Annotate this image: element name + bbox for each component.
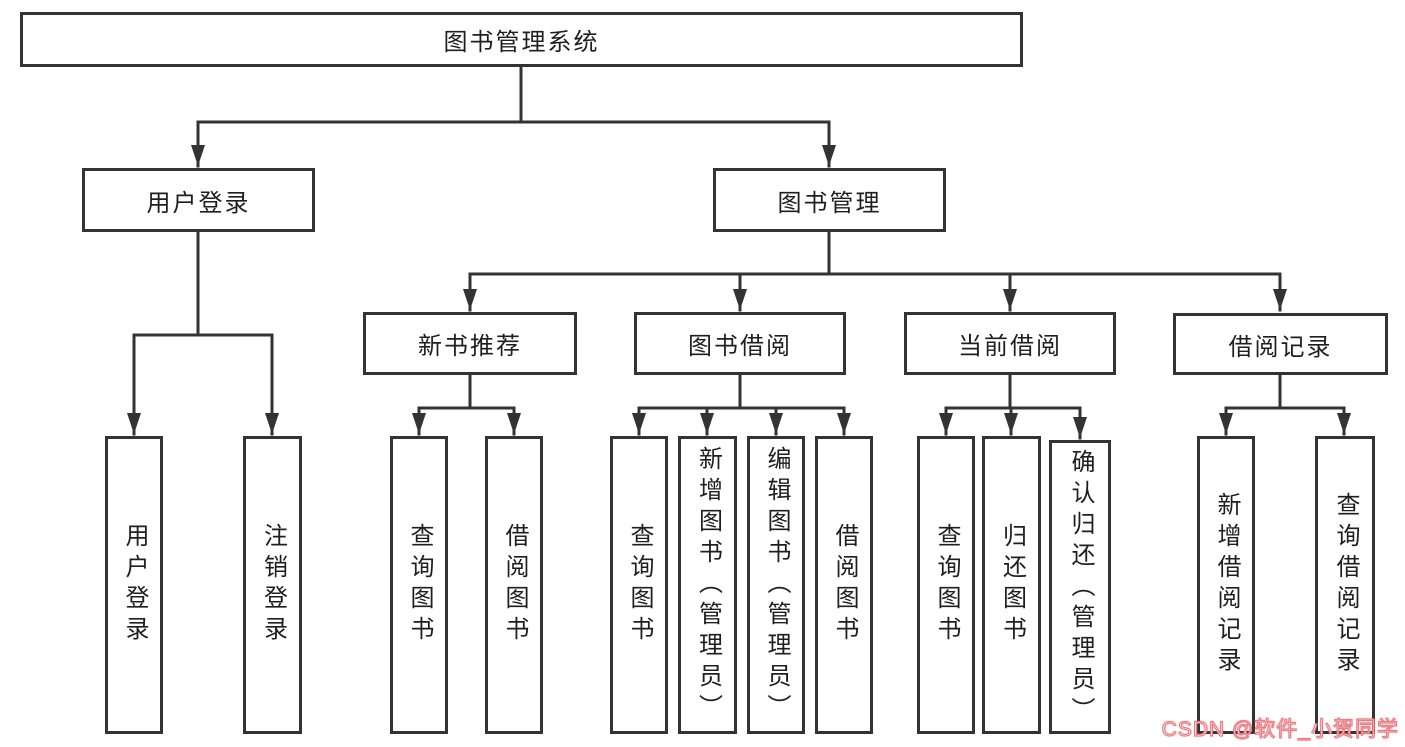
leaf-user-login: 用户登录 — [105, 436, 163, 734]
node-book-borrow: 图书借阅 — [634, 312, 846, 375]
leaf-add-books-admin: 新增图书（管理员） — [678, 436, 737, 734]
node-user-login: 用户登录 — [82, 168, 315, 232]
connector-root — [196, 65, 831, 124]
leaf-query-books-current: 查询图书 — [917, 436, 975, 734]
connector-recommend — [417, 373, 516, 410]
node-root-system: 图书管理系统 — [20, 12, 1023, 67]
node-book-manage: 图书管理 — [713, 168, 946, 232]
connector-records — [1224, 373, 1346, 410]
connector-login — [132, 230, 274, 337]
leaf-return-books: 归还图书 — [982, 436, 1041, 734]
leaf-query-borrow-record: 查询借阅记录 — [1315, 436, 1375, 734]
leaf-add-borrow-record: 新增借阅记录 — [1197, 436, 1255, 734]
leaf-borrow-books-recommend: 借阅图书 — [485, 436, 543, 734]
connector-borrow — [637, 373, 846, 410]
leaf-query-books-borrow: 查询图书 — [610, 436, 668, 734]
node-borrow-records: 借阅记录 — [1173, 313, 1388, 375]
leaf-borrow-books: 借阅图书 — [815, 436, 873, 734]
leaf-logout: 注销登录 — [243, 436, 302, 734]
connector-manage — [468, 230, 1282, 276]
leaf-edit-books-admin: 编辑图书（管理员） — [747, 436, 805, 734]
watermark: CSDN @软件_小贺同学 — [1161, 717, 1399, 741]
leaf-query-books-recommend: 查询图书 — [390, 436, 448, 734]
connector-current — [944, 373, 1082, 410]
node-current-borrow: 当前借阅 — [904, 312, 1116, 375]
node-new-book-recommend: 新书推荐 — [363, 312, 577, 375]
leaf-confirm-return-admin: 确认归还（管理员） — [1049, 440, 1111, 734]
